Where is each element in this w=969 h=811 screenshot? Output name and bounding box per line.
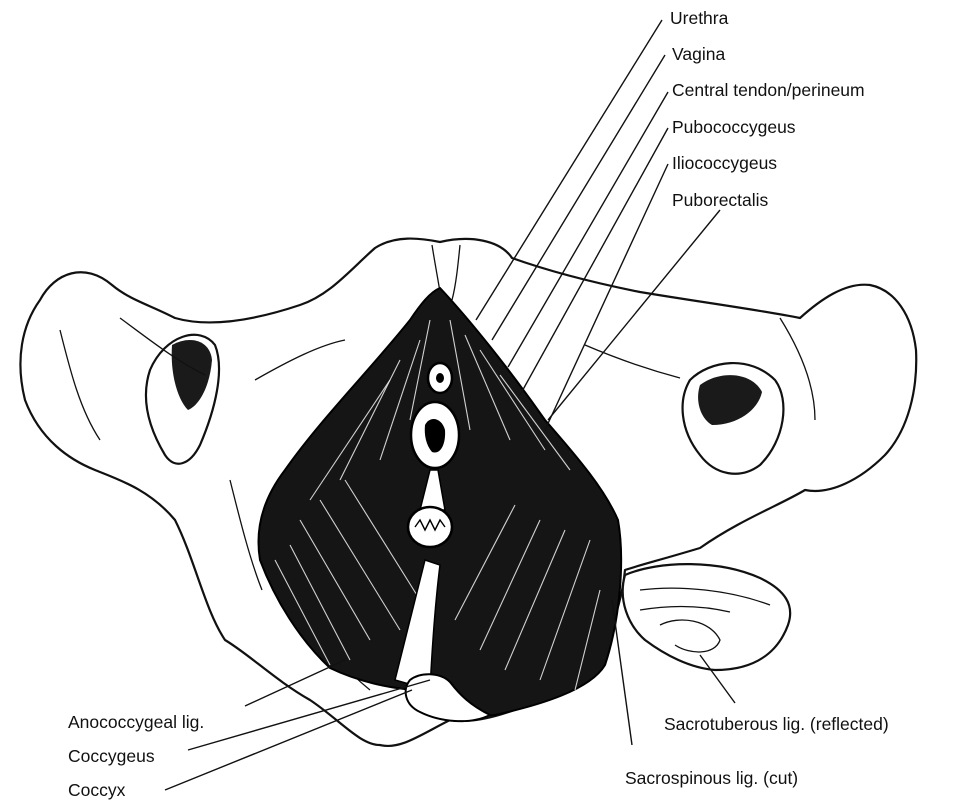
label-central-tendon: Central tendon/perineum <box>672 80 865 100</box>
label-sacrospinous: Sacrospinous lig. (cut) <box>625 768 798 788</box>
label-iliococcygeus: Iliococcygeus <box>672 153 777 173</box>
label-vagina: Vagina <box>672 44 725 64</box>
label-sacrotuberous: Sacrotuberous lig. (reflected) <box>664 714 889 734</box>
sacrotuberous-ligament <box>623 564 790 670</box>
label-urethra: Urethra <box>670 8 729 28</box>
label-pubococcygeus: Pubococcygeus <box>672 117 796 137</box>
label-puborectalis: Puborectalis <box>672 190 769 210</box>
anal-opening <box>408 507 452 547</box>
label-coccyx: Coccyx <box>68 780 126 800</box>
label-anococcygeal: Anococcygeal lig. <box>68 712 204 732</box>
leader-sacrospinous <box>612 600 632 745</box>
label-coccygeus: Coccygeus <box>68 746 155 766</box>
